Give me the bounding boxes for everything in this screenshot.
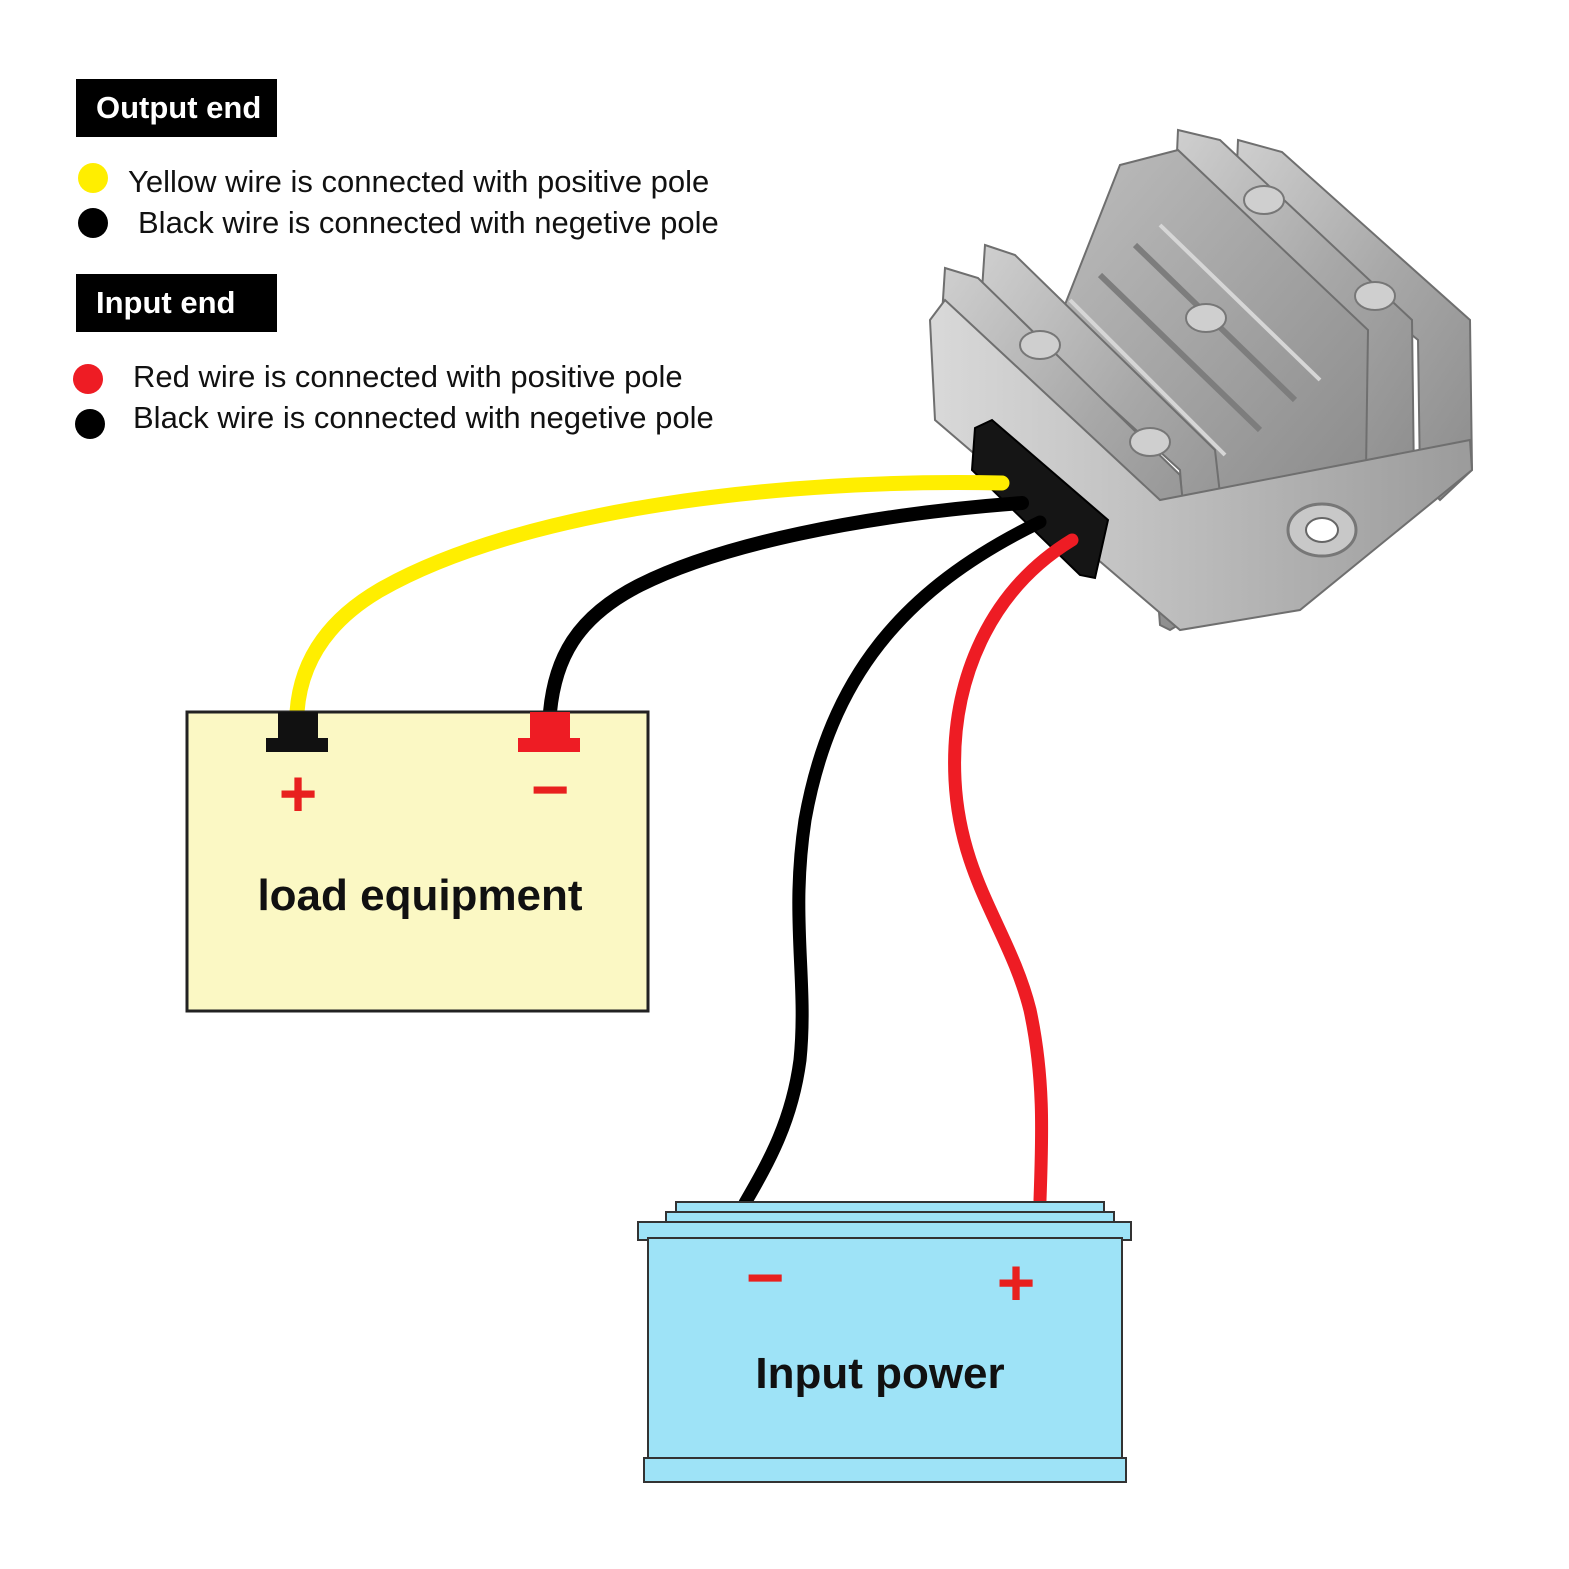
load-negative-sign: − <box>531 752 570 826</box>
dc-converter-module-icon <box>928 128 1474 632</box>
black-wire-output <box>543 496 1029 719</box>
black-dot-icon <box>78 208 108 238</box>
yellow-wire <box>289 475 1010 720</box>
input-power-box: − + Input power <box>637 1201 1132 1483</box>
power-positive-sign: + <box>997 1245 1036 1319</box>
load-equipment-box: + − load equipment <box>185 710 650 1013</box>
yellow-dot-icon <box>78 163 108 193</box>
input-legend-item-red: Red wire is connected with positive pole <box>133 359 683 394</box>
black-dot-icon <box>75 409 105 439</box>
red-dot-icon <box>73 364 103 394</box>
output-end-badge: Output end <box>76 79 277 137</box>
load-positive-sign: + <box>279 756 318 830</box>
load-equipment-label: load equipment <box>257 871 582 920</box>
input-legend-item-black: Black wire is connected with negetive po… <box>133 400 714 435</box>
output-legend-item-yellow: Yellow wire is connected with positive p… <box>128 164 710 199</box>
load-positive-terminal <box>278 712 318 740</box>
input-power-label: Input power <box>755 1349 1004 1398</box>
red-wire <box>948 533 1079 1207</box>
output-legend-item-black: Black wire is connected with negetive po… <box>138 205 719 240</box>
black-wire-input <box>738 515 1047 1210</box>
load-negative-terminal <box>530 712 570 740</box>
power-negative-sign: − <box>746 1240 785 1314</box>
input-end-badge: Input end <box>76 274 277 332</box>
